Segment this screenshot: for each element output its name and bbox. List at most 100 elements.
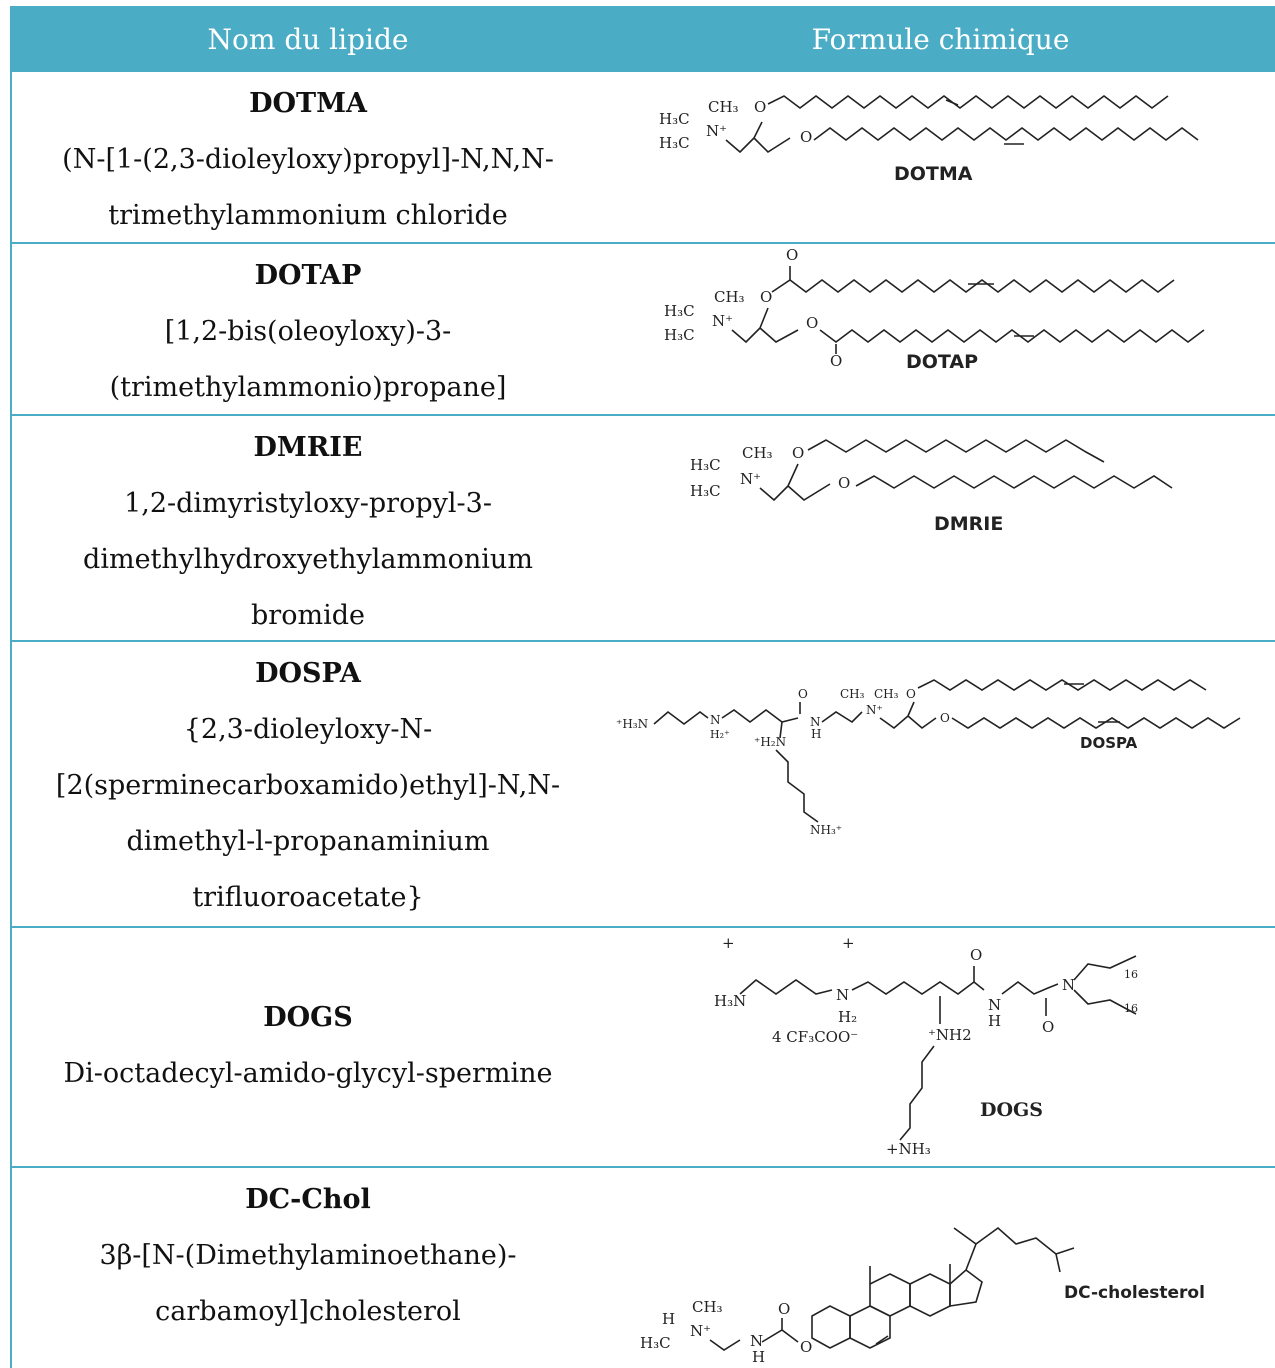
side-chain xyxy=(953,1227,977,1245)
atom-label: H xyxy=(752,1348,765,1366)
bond xyxy=(821,711,863,724)
bond xyxy=(759,463,799,502)
lipid-fullname: trimethylammonium chloride xyxy=(108,200,508,231)
atom-label: H₃C xyxy=(690,482,721,500)
atom-label: H₃C xyxy=(640,1334,671,1352)
atom-label: H₃C xyxy=(690,456,721,474)
bond xyxy=(899,1045,935,1141)
chain xyxy=(813,127,1199,141)
lipid-name-cell: DMRIE 1,2-dimyristyloxy-propyl-3- dimeth… xyxy=(12,416,604,640)
bond xyxy=(731,307,769,344)
tfa-label: 4 CF₃COO⁻ xyxy=(772,1028,858,1046)
lipid-fullname: (N-[1-(2,3-dioleyloxy)propyl]-N,N,N- xyxy=(62,144,554,175)
bond xyxy=(787,483,831,501)
ring xyxy=(949,1268,983,1307)
lipid-abbrev: DOTMA xyxy=(249,88,367,119)
formula-cell: O H₃C H₃C CH₃ N⁺ O O O DOTAP xyxy=(604,244,1275,414)
lipid-name-cell: DOTMA (N-[1-(2,3-dioleyloxy)propyl]-N,N,… xyxy=(12,72,604,242)
dmrie-structure: H₃C H₃C CH₃ N⁺ O O DMRIE xyxy=(690,439,1173,535)
ring xyxy=(909,1273,951,1317)
lipid-fullname: dimethylhydroxyethylammonium xyxy=(83,544,533,575)
structure-label: DOTAP xyxy=(906,351,978,373)
lipid-abbrev: DMRIE xyxy=(253,432,363,463)
chain xyxy=(1073,955,1137,981)
atom-label: N xyxy=(836,986,849,1004)
atom-label: O xyxy=(838,474,850,492)
atom-label: + xyxy=(842,934,855,952)
atom-label: CH₃ xyxy=(708,98,739,116)
atom-label: H xyxy=(988,1012,1001,1030)
bond xyxy=(879,701,915,730)
atom-label: H₃N xyxy=(714,992,746,1010)
lipid-fullname: [2(sperminecarboxamido)ethyl]-N,N- xyxy=(55,770,561,801)
structure-label: DMRIE xyxy=(934,513,1003,535)
atom-label: H xyxy=(662,1310,675,1328)
atom-label: N⁺ xyxy=(706,122,727,140)
lipid-abbrev: DC-Chol xyxy=(245,1184,371,1215)
dotma-structure: H₃C H₃C CH₃ N⁺ O O DOTMA xyxy=(659,95,1199,185)
bond xyxy=(753,137,791,154)
atom-label: O xyxy=(970,946,982,964)
bond xyxy=(709,1339,741,1351)
lipid-fullname: dimethyl-l-propanaminium xyxy=(126,826,490,857)
atom-label: O xyxy=(940,711,950,725)
atom-label: O xyxy=(906,687,916,701)
bond xyxy=(1001,981,1059,995)
header-lipid-name: Nom du lipide xyxy=(207,22,409,56)
lipid-fullname: Di-octadecyl-amido-glycyl-spermine xyxy=(63,1058,553,1089)
dc-chol-structure: H H₃C CH₃ N⁺ N H O O xyxy=(640,1226,1205,1366)
lipid-fullname: (trimethylammonio)propane] xyxy=(109,372,507,403)
structure-label: DOGS xyxy=(980,1099,1043,1121)
atom-label: N xyxy=(810,715,821,729)
table-header: Nom du lipide Formule chimique xyxy=(12,6,1275,72)
atom-label: N xyxy=(710,713,721,727)
atom-label: O xyxy=(786,246,798,264)
atom-label: ⁺H₃N xyxy=(616,717,648,731)
structure-label: DOTMA xyxy=(894,163,973,185)
bond xyxy=(775,749,819,823)
atom-label: N⁺ xyxy=(740,470,761,488)
atom-label: CH₃ xyxy=(874,687,899,701)
atom-label: O xyxy=(830,352,842,370)
formula-cell: H₃C H₃C CH₃ N⁺ O O DOTMA xyxy=(604,72,1275,242)
atom-label: CH₃ xyxy=(714,288,745,306)
chain xyxy=(767,95,1169,109)
atom-label: O xyxy=(778,1300,790,1318)
bond xyxy=(725,121,763,154)
chain xyxy=(917,679,1207,691)
lipid-fullname: {2,3-dioleyloxy-N- xyxy=(183,714,433,745)
atom-label: +NH₃ xyxy=(886,1140,931,1158)
chain xyxy=(855,475,1173,489)
lipid-fullname: [1,2-bis(oleoyloxy)-3- xyxy=(164,316,452,347)
atom-label: ⁺H₂N xyxy=(754,735,786,749)
atom-label: N⁺ xyxy=(712,312,733,330)
atom-label: H₃C xyxy=(659,134,690,152)
dogs-structure: + H₃N + N H₂ 4 CF₃COO⁻ ⁺NH2 +NH₃ O N H O… xyxy=(714,934,1138,1158)
bond xyxy=(653,710,709,725)
lipid-name-cell: DOGS Di-octadecyl-amido-glycyl-spermine xyxy=(12,928,604,1166)
structure-label: DC-cholesterol xyxy=(1064,1283,1205,1303)
bond xyxy=(779,721,783,739)
formula-cell: ⁺H₃N N H₂⁺ ⁺H₂N N H O CH₃ CH₃ N⁺ O O NH₃… xyxy=(604,642,1275,926)
double-bond xyxy=(945,99,959,106)
double-bond xyxy=(875,1335,889,1345)
atom-label: O xyxy=(754,98,766,116)
table-row: DMRIE 1,2-dimyristyloxy-propyl-3- dimeth… xyxy=(12,416,1275,642)
atom-label: 16 xyxy=(1124,968,1138,981)
atom-label: 16 xyxy=(1124,1002,1138,1015)
bond xyxy=(739,978,833,995)
atom-label: NH₃⁺ xyxy=(810,823,842,837)
atom-label: O xyxy=(792,444,804,462)
bond xyxy=(759,327,799,343)
lipid-name-cell: DOSPA {2,3-dioleyloxy-N- [2(sperminecarb… xyxy=(12,642,604,926)
header-formula: Formule chimique xyxy=(811,22,1070,56)
table-row: DOGS Di-octadecyl-amido-glycyl-spermine … xyxy=(12,928,1275,1168)
formula-cell: H₃C H₃C CH₃ N⁺ O O DMRIE xyxy=(604,416,1275,640)
chain xyxy=(819,329,1205,343)
atom-label: H₂⁺ xyxy=(710,728,730,741)
bond xyxy=(907,715,937,730)
lipid-name-cell: DC-Chol 3β-[N-(Dimethylaminoethane)- car… xyxy=(12,1168,604,1368)
bond xyxy=(761,1329,799,1343)
atom-label: O xyxy=(798,687,808,701)
atom-label: N⁺ xyxy=(690,1322,711,1340)
